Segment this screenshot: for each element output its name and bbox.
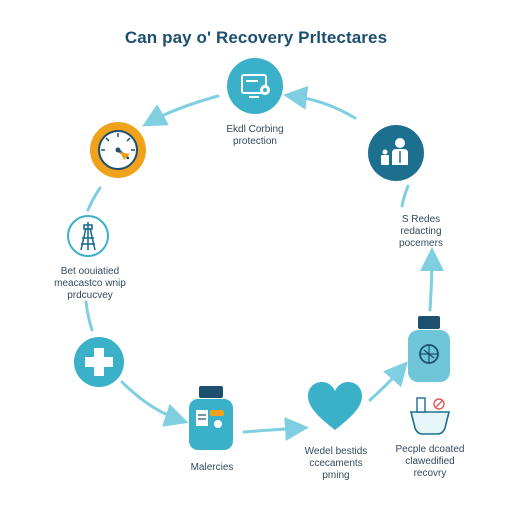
node-upper-left (90, 122, 146, 178)
handwash-icon (409, 397, 451, 435)
label-line: Ekdl Corbing (226, 124, 284, 135)
node-lower-left (186, 386, 236, 452)
label-line: Bet oouiatied (60, 266, 120, 277)
arrow-top-to-upper-left (142, 94, 220, 127)
label-mid-left: Bet oouiatied meacastco wnip prdcucvey (35, 266, 145, 302)
arrow-upper-right-to-top (283, 85, 357, 120)
heart-icon (308, 382, 362, 430)
node-upper-right (368, 125, 424, 181)
arrow-heart-to-bottle (368, 361, 408, 402)
label-line: Pecple dcoated (395, 444, 465, 455)
node-top (227, 58, 283, 114)
arrow-cross-to-jar (120, 380, 189, 427)
label-bottom: Wedel bestids ccecaments pming (290, 446, 382, 482)
label-upper-right: S Redes redacting pocemers (376, 214, 466, 250)
label-line: redacting (400, 226, 442, 237)
node-left (74, 337, 124, 387)
arrow-bottle-to-people (419, 247, 444, 312)
tower-icon (67, 215, 109, 257)
arrow-mid-left-to-cross (84, 300, 94, 332)
label-line: Wedel bestids (304, 446, 368, 457)
people-icon (368, 125, 424, 181)
label-top: Ekdl Corbing protection (200, 124, 310, 148)
monitor-icon (227, 58, 283, 114)
arrow-upper-left-to-mid-left (86, 186, 102, 212)
node-bottom (306, 380, 364, 432)
label-line: clawedified (405, 456, 455, 467)
label-line: S Redes (401, 214, 441, 225)
bottle-icon (408, 316, 450, 382)
page-title: Can pay o' Recovery Prltectares (124, 28, 388, 47)
label-line: Malercies (190, 462, 234, 473)
label-line: meacastco wnip (54, 278, 126, 289)
arrow-jar-to-heart (242, 417, 309, 441)
label-line: pming (322, 470, 350, 481)
node-mid-left (66, 214, 110, 258)
node-right (404, 314, 452, 384)
label-line: protection (233, 136, 277, 147)
label-line: pocemers (399, 238, 443, 249)
medicine-jar-icon (189, 386, 233, 450)
medical-cross-icon (74, 337, 124, 387)
arrow-people-to-top-connector (400, 184, 410, 208)
label-line: ccecaments (309, 458, 363, 469)
gauge-icon (90, 122, 146, 178)
label-lower-right: Pecple dcoated clawedified recovry (380, 444, 480, 480)
label-lower-left: Malercies (170, 462, 254, 474)
label-line: recovry (413, 468, 447, 479)
label-line: prdcucvey (67, 290, 113, 301)
node-lower-right (407, 392, 453, 438)
